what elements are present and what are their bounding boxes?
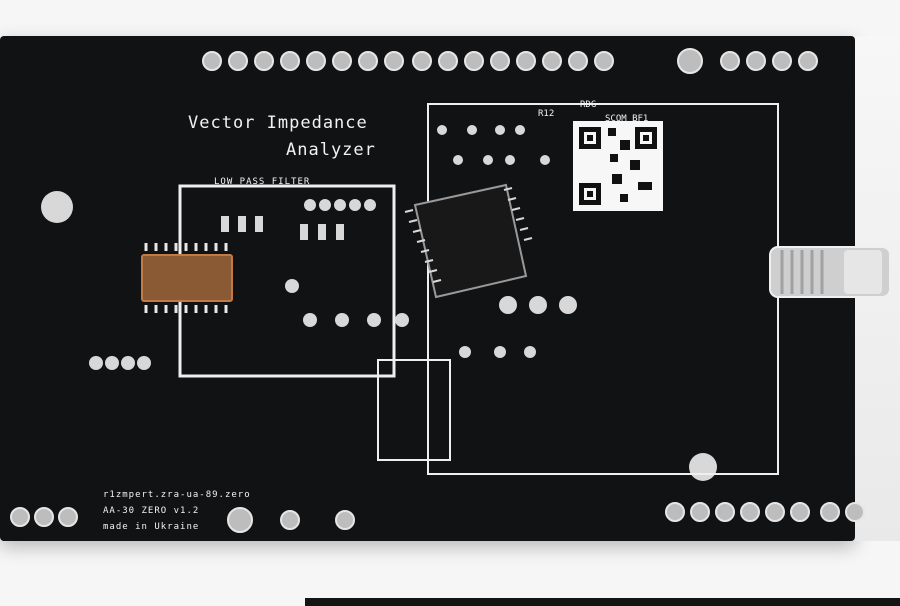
footer-line-2: AA-30 ZERO v1.2 (103, 506, 200, 516)
main-ic-pins (404, 187, 533, 283)
qr-code (573, 121, 663, 211)
mounting-hole-right (689, 453, 717, 481)
r12-label: R12 (538, 109, 555, 119)
filter-label: LOW PASS FILTER (214, 177, 311, 187)
bottom-bar (305, 598, 900, 606)
chip-label: SCOM_BF1 (605, 114, 649, 124)
top-header-pins (202, 48, 818, 74)
power-section-outline (377, 359, 451, 461)
board-title-line-1: Vector Impedance (188, 113, 368, 133)
filter-chip (141, 254, 233, 302)
board-title-line-2: Analyzer (286, 140, 376, 160)
mounting-hole-left (41, 191, 73, 223)
filter-pads (89, 199, 409, 370)
rf-connector (769, 246, 891, 298)
main-ic (413, 183, 528, 299)
filter-chip-pins (144, 243, 228, 313)
component-pads (437, 125, 577, 358)
bottom-header-pins (10, 502, 865, 533)
footer-line-1: r1zmpert.zra-ua-89.zero (103, 490, 251, 500)
footer-line-3: made in Ukraine (103, 522, 200, 532)
rdg-label: RDG (580, 100, 597, 110)
